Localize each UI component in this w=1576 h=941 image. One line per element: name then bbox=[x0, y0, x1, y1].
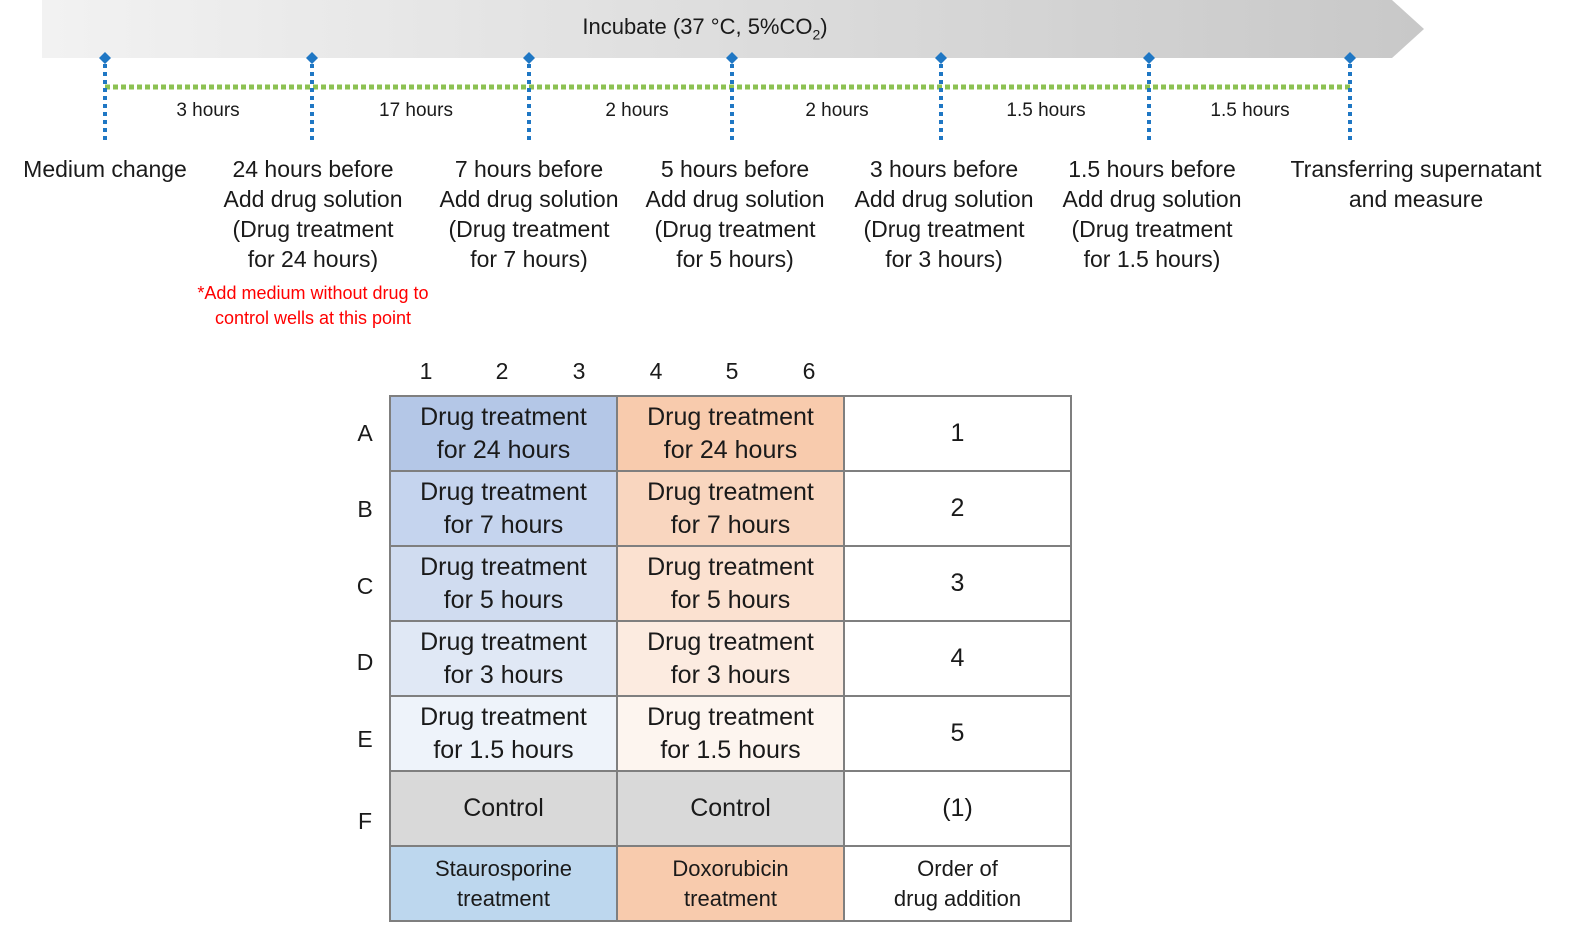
interval-label: 2 hours bbox=[605, 100, 669, 121]
step-transfer-measure: Transferring supernatant and measure bbox=[1290, 156, 1542, 212]
incubate-arrow bbox=[42, 0, 1424, 58]
cell-order-number: 5 bbox=[843, 695, 1072, 772]
plate-legend-row: Staurosporine treatment Doxorubicin trea… bbox=[389, 845, 1072, 922]
timepoint-diamond bbox=[99, 52, 111, 64]
plate-row-label: D bbox=[356, 649, 374, 675]
interval-label: 3 hours bbox=[176, 100, 240, 121]
plate-row-label: C bbox=[356, 573, 374, 599]
cell-doxorubicin-5h: Drug treatment for 5 hours bbox=[616, 545, 845, 622]
plate-row-label: E bbox=[357, 726, 373, 752]
interval-label: 2 hours bbox=[805, 100, 869, 121]
cell-control: Control bbox=[616, 770, 845, 847]
timepoint-diamond bbox=[306, 52, 318, 64]
plate-row-label: B bbox=[357, 496, 373, 522]
cell-order-number: 3 bbox=[843, 545, 1072, 622]
timepoint-diamond bbox=[1143, 52, 1155, 64]
timepoint-diamond bbox=[726, 52, 738, 64]
legend-doxorubicin: Doxorubicin treatment bbox=[616, 845, 845, 922]
plate-layout-table: Drug treatment for 24 hours Drug treatme… bbox=[389, 395, 1072, 922]
step-3h-before: 3 hours before Add drug solution (Drug t… bbox=[854, 156, 1034, 272]
cell-staurosporine-1-5h: Drug treatment for 1.5 hours bbox=[389, 695, 618, 772]
cell-staurosporine-3h: Drug treatment for 3 hours bbox=[389, 620, 618, 697]
interval-label: 1.5 hours bbox=[1006, 100, 1086, 121]
step-1-5h-before: 1.5 hours before Add drug solution (Drug… bbox=[1062, 156, 1242, 272]
cell-doxorubicin-24h: Drug treatment for 24 hours bbox=[616, 395, 845, 472]
plate-row-e: Drug treatment for 1.5 hours Drug treatm… bbox=[389, 695, 1072, 772]
cell-order-number: 2 bbox=[843, 470, 1072, 547]
step-5h-before: 5 hours before Add drug solution (Drug t… bbox=[645, 156, 825, 272]
plate-row-f: Control Control (1) bbox=[389, 770, 1072, 847]
cell-control: Control bbox=[389, 770, 618, 847]
interval-label: 1.5 hours bbox=[1210, 100, 1290, 121]
plate-row-label: F bbox=[357, 808, 373, 834]
cell-order-number: 4 bbox=[843, 620, 1072, 697]
legend-order-of-addition: Order of drug addition bbox=[843, 845, 1072, 922]
timeline-graphic bbox=[42, 0, 1424, 143]
cell-staurosporine-7h: Drug treatment for 7 hours bbox=[389, 470, 618, 547]
timepoint-diamond bbox=[1344, 52, 1356, 64]
plate-row-a: Drug treatment for 24 hours Drug treatme… bbox=[389, 395, 1072, 472]
step-7h-before: 7 hours before Add drug solution (Drug t… bbox=[439, 156, 619, 272]
timepoint-diamond bbox=[523, 52, 535, 64]
incubate-label: Incubate (37 °C, 5%CO2) bbox=[582, 14, 828, 43]
cell-doxorubicin-3h: Drug treatment for 3 hours bbox=[616, 620, 845, 697]
legend-staurosporine: Staurosporine treatment bbox=[389, 845, 618, 922]
cell-staurosporine-24h: Drug treatment for 24 hours bbox=[389, 395, 618, 472]
plate-column-label: 3 bbox=[572, 358, 586, 384]
cell-order-number: (1) bbox=[843, 770, 1072, 847]
plate-column-label: 2 bbox=[495, 358, 509, 384]
timepoint-diamond bbox=[935, 52, 947, 64]
plate-row-c: Drug treatment for 5 hours Drug treatmen… bbox=[389, 545, 1072, 622]
cell-doxorubicin-7h: Drug treatment for 7 hours bbox=[616, 470, 845, 547]
plate-row-d: Drug treatment for 3 hours Drug treatmen… bbox=[389, 620, 1072, 697]
cell-staurosporine-5h: Drug treatment for 5 hours bbox=[389, 545, 618, 622]
cell-doxorubicin-1-5h: Drug treatment for 1.5 hours bbox=[616, 695, 845, 772]
control-note: *Add medium without drug to control well… bbox=[197, 283, 429, 328]
plate-row-label: A bbox=[357, 420, 373, 446]
interval-label: 17 hours bbox=[379, 100, 453, 121]
plate-column-label: 1 bbox=[419, 358, 433, 384]
plate-column-label: 4 bbox=[649, 358, 663, 384]
step-24h-before: 24 hours before Add drug solution (Drug … bbox=[223, 156, 403, 272]
plate-column-label: 6 bbox=[802, 358, 816, 384]
cell-order-number: 1 bbox=[843, 395, 1072, 472]
plate-column-label: 5 bbox=[725, 358, 739, 384]
step-medium-change: Medium change bbox=[23, 156, 187, 182]
plate-row-b: Drug treatment for 7 hours Drug treatmen… bbox=[389, 470, 1072, 547]
